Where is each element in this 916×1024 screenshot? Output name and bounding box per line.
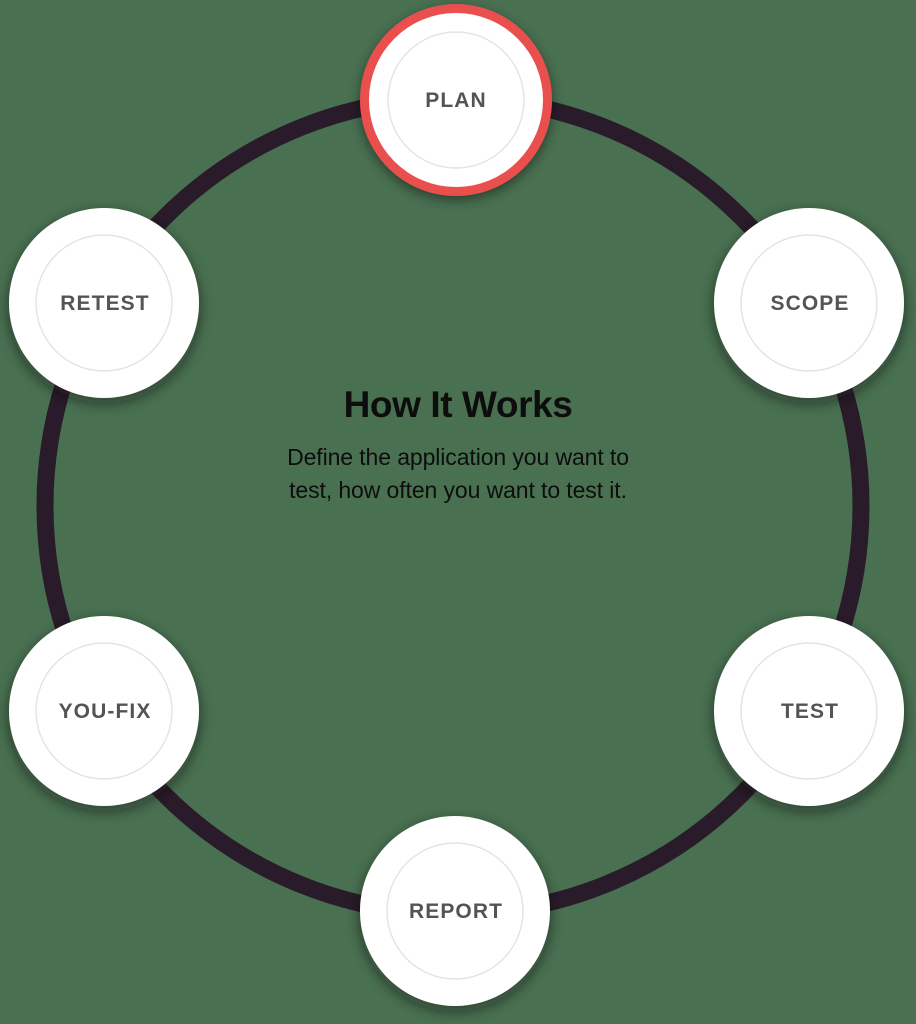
node-report-inner-ring [386, 842, 524, 980]
node-scope[interactable] [714, 208, 904, 398]
node-report[interactable] [360, 816, 550, 1006]
node-scope-disc [717, 211, 901, 395]
node-plan-disc [369, 13, 543, 187]
node-report-disc [363, 819, 547, 1003]
node-retest[interactable] [9, 208, 199, 398]
node-retest-inner-ring [35, 234, 173, 372]
node-you-fix-disc [12, 619, 196, 803]
node-test-disc [717, 619, 901, 803]
node-test[interactable] [714, 616, 904, 806]
node-scope-inner-ring [740, 234, 878, 372]
node-plan-active[interactable] [360, 4, 552, 196]
node-retest-disc [12, 211, 196, 395]
cycle-ring-path [36, 89, 870, 923]
node-test-inner-ring [740, 642, 878, 780]
node-plan-inner-ring [387, 31, 525, 169]
node-you-fix[interactable] [9, 616, 199, 806]
node-you-fix-inner-ring [35, 642, 173, 780]
